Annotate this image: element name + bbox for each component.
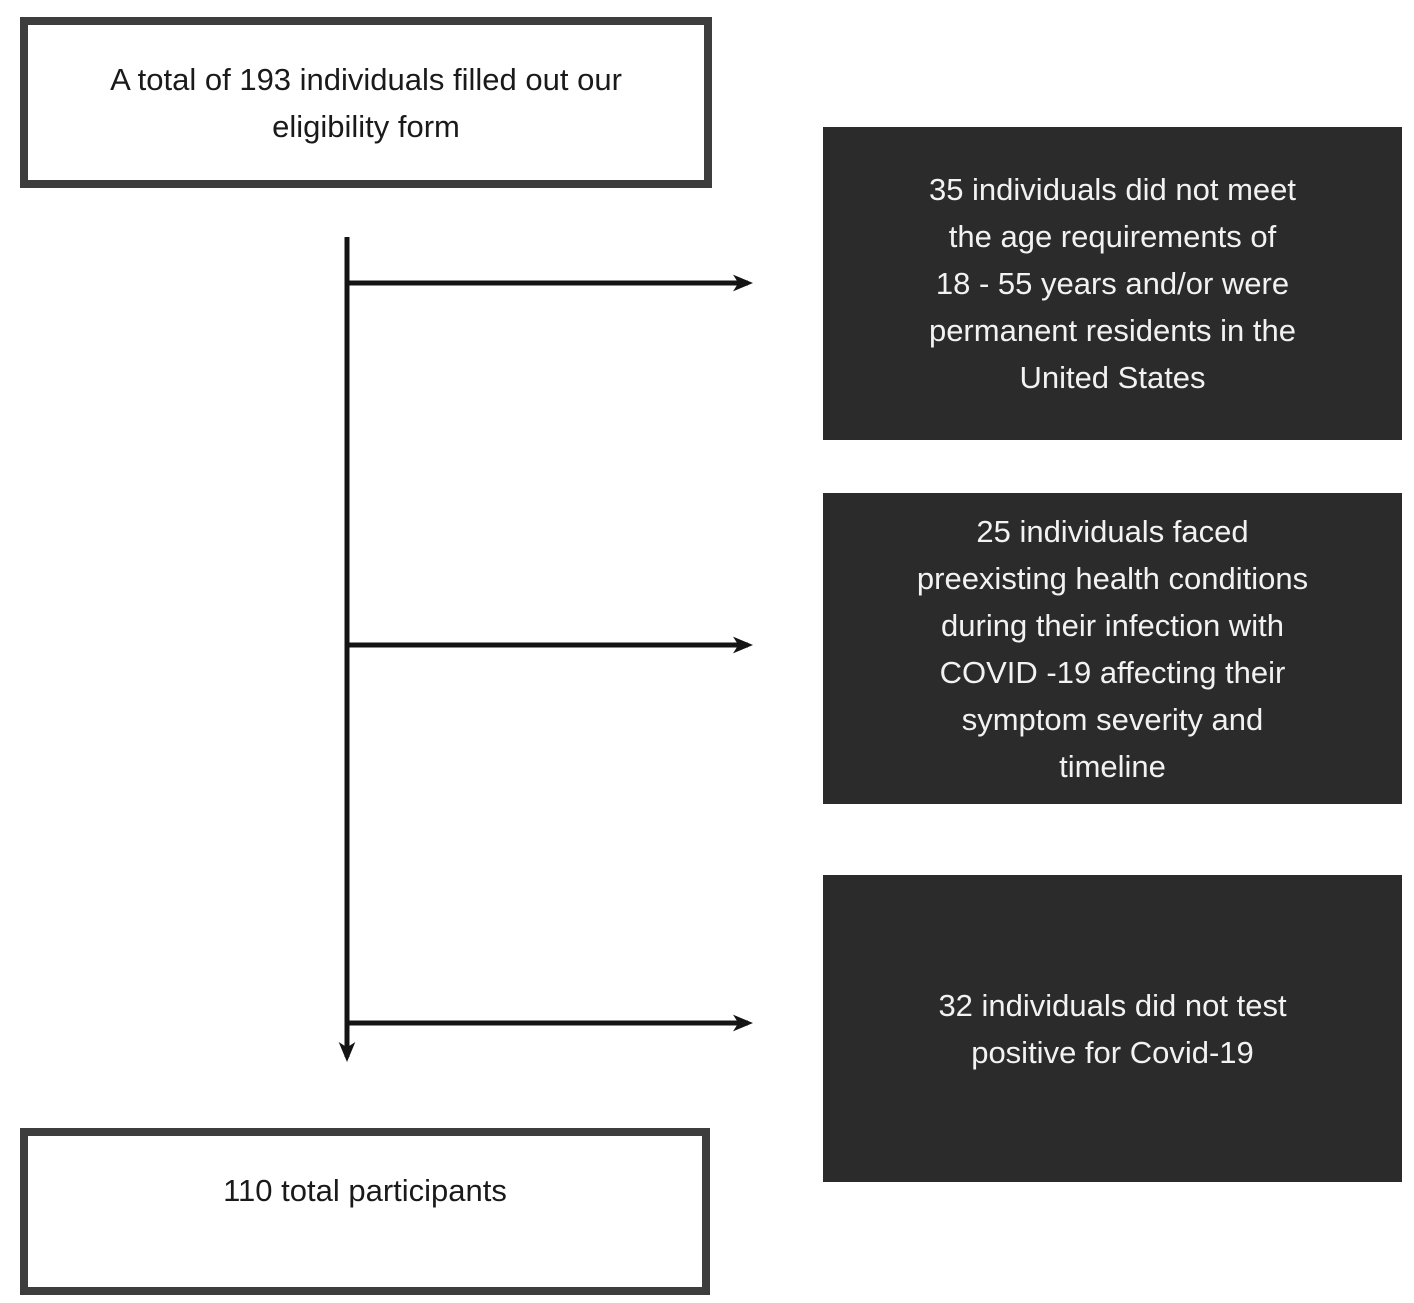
exclusion-node-age-requirements: 35 individuals did not meet the age requ… [823, 127, 1402, 440]
end-node-total-participants: 110 total participants [20, 1128, 710, 1295]
end-node-label: 110 total participants [223, 1173, 507, 1208]
exclusion-node-preexisting-conditions: 25 individuals faced preexisting health … [823, 493, 1402, 804]
exclusion-node-label: 35 individuals did not meet the age requ… [928, 172, 1297, 395]
exclusion-node-not-positive: 32 individuals did not test positive for… [823, 875, 1402, 1182]
start-node-label: A total of 193 individuals filled out ou… [110, 61, 622, 144]
exclusion-node-label: 25 individuals faced preexisting health … [916, 513, 1309, 784]
exclusion-node-label: 32 individuals did not test positive for… [938, 987, 1287, 1070]
start-node-eligibility-form: A total of 193 individuals filled out ou… [20, 17, 712, 188]
